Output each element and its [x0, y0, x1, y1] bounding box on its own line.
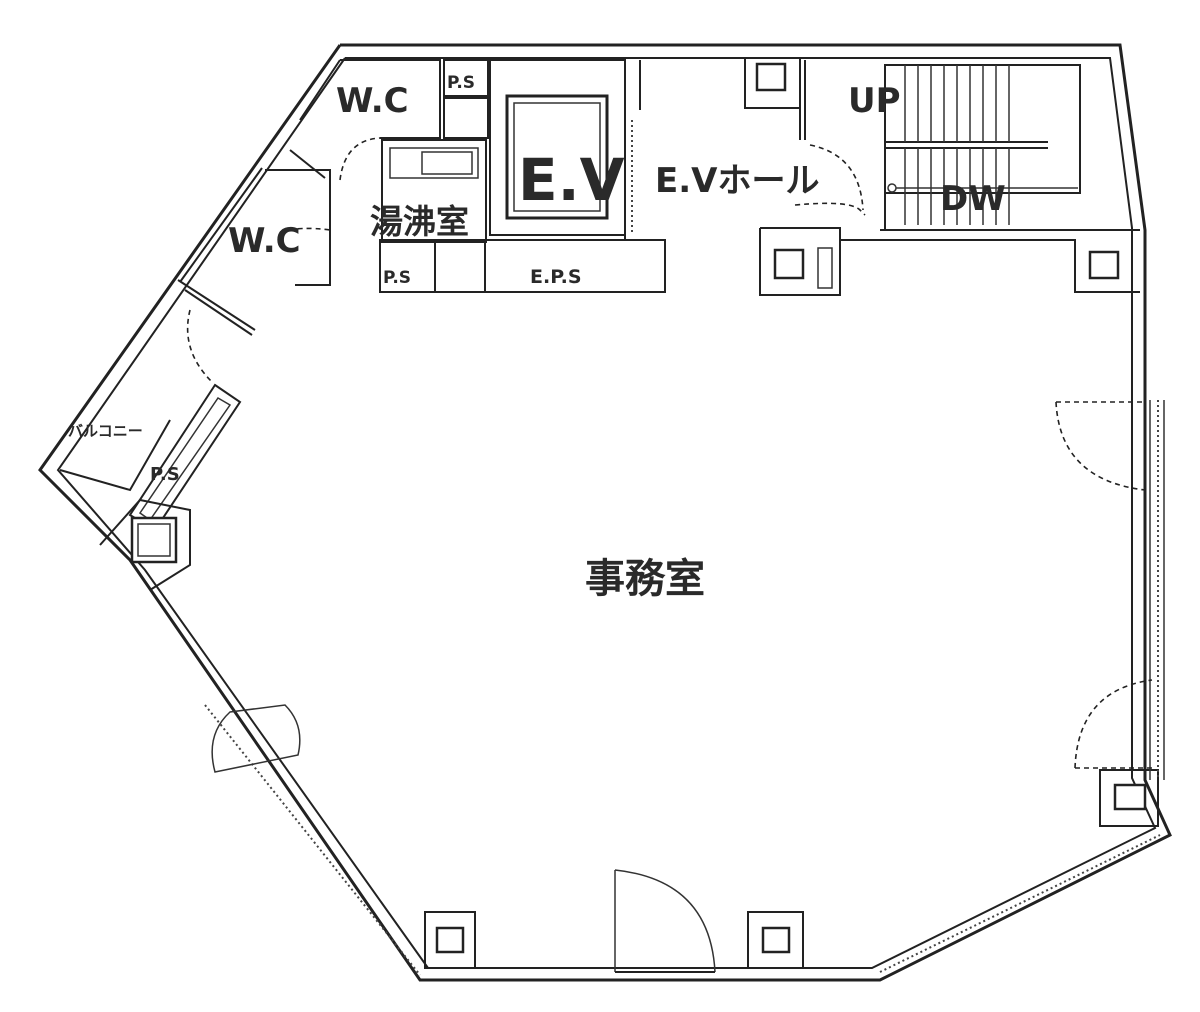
ps-eps-strip	[379, 239, 666, 293]
label-eps: E.P.S	[530, 266, 582, 288]
ev-hall-walls	[624, 57, 806, 240]
label-up: UP	[848, 81, 901, 121]
labels: W.C P.S E.V E.Vホール 湯沸室 W.C P.S E.P.S UP …	[68, 73, 1006, 602]
wc-left-room	[177, 149, 331, 336]
label-kitchen: 湯沸室	[370, 202, 469, 241]
ps-top-room	[443, 59, 489, 139]
stairs	[880, 64, 1140, 231]
right-windows	[1149, 400, 1165, 780]
label-ps-bottom: P.S	[383, 268, 411, 288]
outer-wall	[38, 43, 1172, 982]
balcony-area	[59, 383, 242, 591]
wc-top-room	[299, 59, 441, 139]
label-ev-hall: E.Vホール	[655, 161, 819, 201]
label-ps-balcony: P.S	[150, 464, 180, 485]
label-balcony: バルコニー	[68, 422, 143, 440]
label-ps-top: P.S	[447, 73, 475, 93]
diagonal-windows	[204, 704, 1161, 976]
label-dw: DW	[940, 179, 1006, 219]
label-wc-top: W.C	[336, 81, 409, 121]
label-wc-left: W.C	[228, 221, 301, 261]
doors	[186, 137, 1153, 973]
bottom-columns	[424, 769, 1159, 969]
office-top-wall	[759, 227, 1140, 296]
label-office: 事務室	[585, 556, 705, 602]
label-ev: E.V	[518, 146, 625, 214]
